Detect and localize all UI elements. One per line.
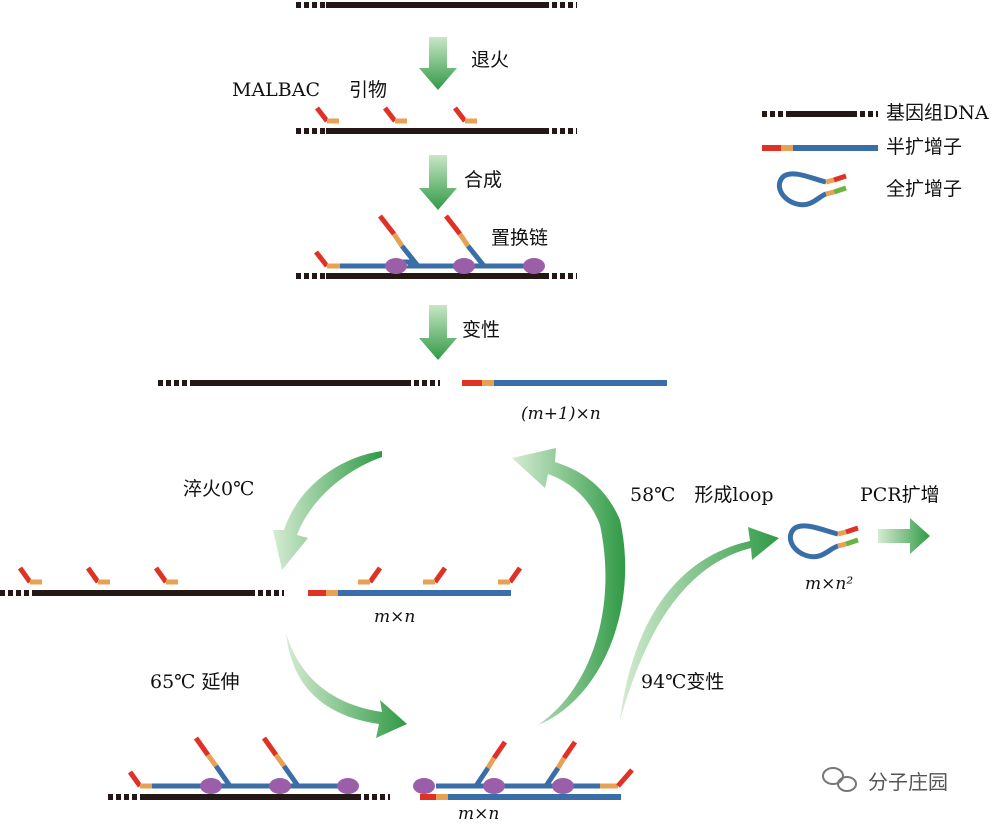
legend-semi-label: 半扩增子 [886,136,963,158]
displacement-row [296,214,577,279]
wechat-icon [822,767,857,792]
count-m-n-top: m×n [374,607,416,627]
primer-word-label: 引物 [349,79,388,101]
loop-arrow [620,527,779,720]
count-m-n2: m×n² [805,574,854,594]
extend-arrow [286,633,407,738]
denature-label: 变性 [462,319,501,341]
cycle-up-arrow [512,448,626,725]
full-amplicon-loop [788,523,859,560]
legend-full-swatch [777,171,847,208]
watermark: 分子庄园 [820,766,948,795]
pcr-arrow [878,518,930,554]
legend-genomic-label: 基因组DNA [886,102,989,124]
extension-genomic [108,736,390,800]
watermark-text: 分子庄园 [868,770,948,794]
synthesize-label: 合成 [464,169,503,191]
loop-label: 58℃ 形成loop [630,484,774,506]
extension-semi [413,740,634,800]
annealed-primers-row [296,106,577,134]
primer-name-label: MALBAC [232,79,321,101]
anneal-label: 退火 [471,49,510,71]
synthesize-arrow [419,155,457,210]
quench-label: 淬火0℃ [183,478,255,500]
count-m-plus-1-n: (m+1)×n [521,404,601,424]
legend-full-label: 全扩增子 [886,178,963,200]
cycle-genomic-primers [0,566,284,596]
anneal-arrow [419,37,457,90]
displaced-strand-label: 置换链 [491,227,549,249]
cycle-semi-primers [308,566,523,596]
denature94-label: 94℃变性 [641,671,725,693]
count-m-n-bottom: m×n [458,804,500,824]
extend-label: 65℃ 延伸 [150,671,240,693]
quench-arrow [273,451,382,570]
denature-arrow [419,305,457,360]
pcr-label: PCR扩增 [860,484,940,506]
